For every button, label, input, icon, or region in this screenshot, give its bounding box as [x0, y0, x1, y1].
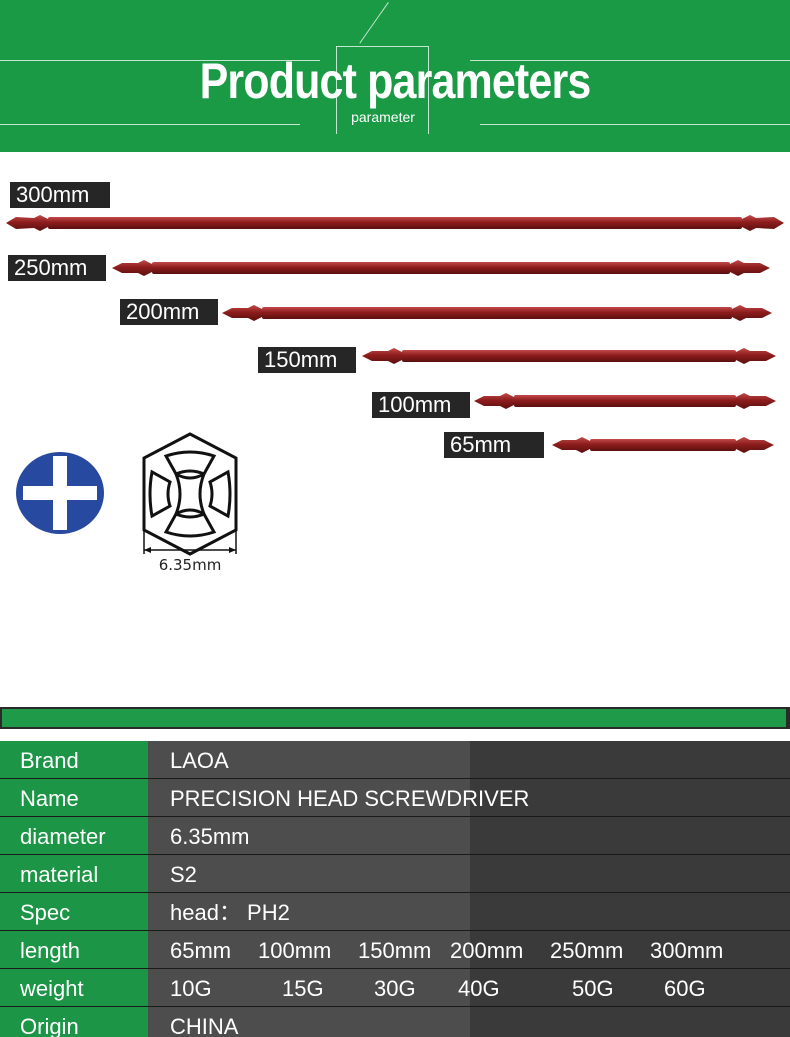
header-banner: Product parameters parameter — [0, 0, 790, 152]
spec-label: Brand — [0, 741, 148, 778]
length-tag-100: 100mm — [372, 392, 470, 418]
spec-value-multi: 65mm 100mm 150mm 200mm 250mm 300mm — [148, 931, 790, 968]
length-cell-150: 150mm — [358, 938, 432, 963]
length-tag-300: 300mm — [10, 182, 110, 208]
bit-250mm — [112, 260, 770, 276]
weight-cell-150: 30G — [374, 976, 416, 1001]
length-tag-250: 250mm — [8, 255, 106, 281]
banner-frame-top — [336, 46, 428, 47]
spec-row-origin: Origin CHINA — [0, 1007, 790, 1037]
banner-diagonal — [359, 2, 389, 44]
spec-value: LAOA — [148, 741, 790, 778]
spec-label: Origin — [0, 1007, 148, 1037]
banner-frame-right — [428, 46, 429, 134]
page-title: Product parameters — [199, 53, 592, 109]
row-divider — [0, 778, 790, 779]
spec-row-brand: Brand LAOA — [0, 741, 790, 779]
banner-rule-left — [0, 60, 320, 61]
bit-200mm — [222, 305, 772, 321]
weight-cell-250: 50G — [572, 976, 614, 1001]
weight-cell-100: 15G — [282, 976, 324, 1001]
phillips-cross-icon — [16, 452, 104, 534]
spec-value: S2 — [148, 855, 790, 892]
spec-value: CHINA — [148, 1007, 790, 1037]
spec-label: length — [0, 931, 148, 968]
length-cell-200: 200mm — [450, 938, 524, 963]
spec-value: PRECISION HEAD SCREWDRIVER — [148, 779, 790, 816]
banner-rule-right-low — [480, 124, 790, 125]
spec-value: 6.35mm — [148, 817, 790, 854]
spec-table-header — [0, 707, 790, 729]
spec-table-header-bar — [2, 709, 786, 727]
spec-label: Name — [0, 779, 148, 816]
bit-65mm — [552, 437, 774, 453]
spec-row-weight: weight 10G 15G 30G 40G 50G 60G — [0, 969, 790, 1007]
spec-label: Spec — [0, 893, 148, 930]
row-divider — [0, 1006, 790, 1007]
length-tag-150: 150mm — [258, 347, 356, 373]
spec-row-spec: Spec head： PH2 — [0, 893, 790, 931]
length-cell-300: 300mm — [650, 938, 724, 963]
spec-label: material — [0, 855, 148, 892]
length-tag-200: 200mm — [120, 299, 218, 325]
row-divider — [0, 968, 790, 969]
spec-value: head： PH2 — [148, 893, 790, 930]
spec-row-diameter: diameter 6.35mm — [0, 817, 790, 855]
spec-row-length: length 65mm 100mm 150mm 200mm 250mm 300m… — [0, 931, 790, 969]
length-tag-65: 65mm — [444, 432, 544, 458]
weight-cell-200: 40G — [458, 976, 500, 1001]
hex-shank-section-icon — [142, 432, 238, 556]
hex-dimension-label: 6.35mm — [158, 556, 222, 574]
length-cell-65: 65mm — [170, 938, 232, 963]
page-subtitle: parameter — [351, 109, 415, 125]
bit-100mm — [474, 393, 776, 409]
length-cell-250: 250mm — [550, 938, 624, 963]
row-divider — [0, 930, 790, 931]
spec-label: weight — [0, 969, 148, 1006]
banner-rule-right — [470, 60, 790, 61]
spec-row-name: Name PRECISION HEAD SCREWDRIVER — [0, 779, 790, 817]
spec-row-material: material S2 — [0, 855, 790, 893]
row-divider — [0, 816, 790, 817]
bit-300mm — [6, 215, 784, 231]
row-divider — [0, 854, 790, 855]
row-divider — [0, 892, 790, 893]
banner-frame-left — [336, 46, 337, 134]
spec-value-multi: 10G 15G 30G 40G 50G 60G — [148, 969, 790, 1006]
spec-label: diameter — [0, 817, 148, 854]
weight-cell-300: 60G — [664, 976, 706, 1001]
weight-cell-65: 10G — [170, 976, 212, 1001]
banner-rule-left-low — [0, 124, 300, 125]
length-cell-100: 100mm — [258, 938, 332, 963]
bit-150mm — [362, 348, 776, 364]
